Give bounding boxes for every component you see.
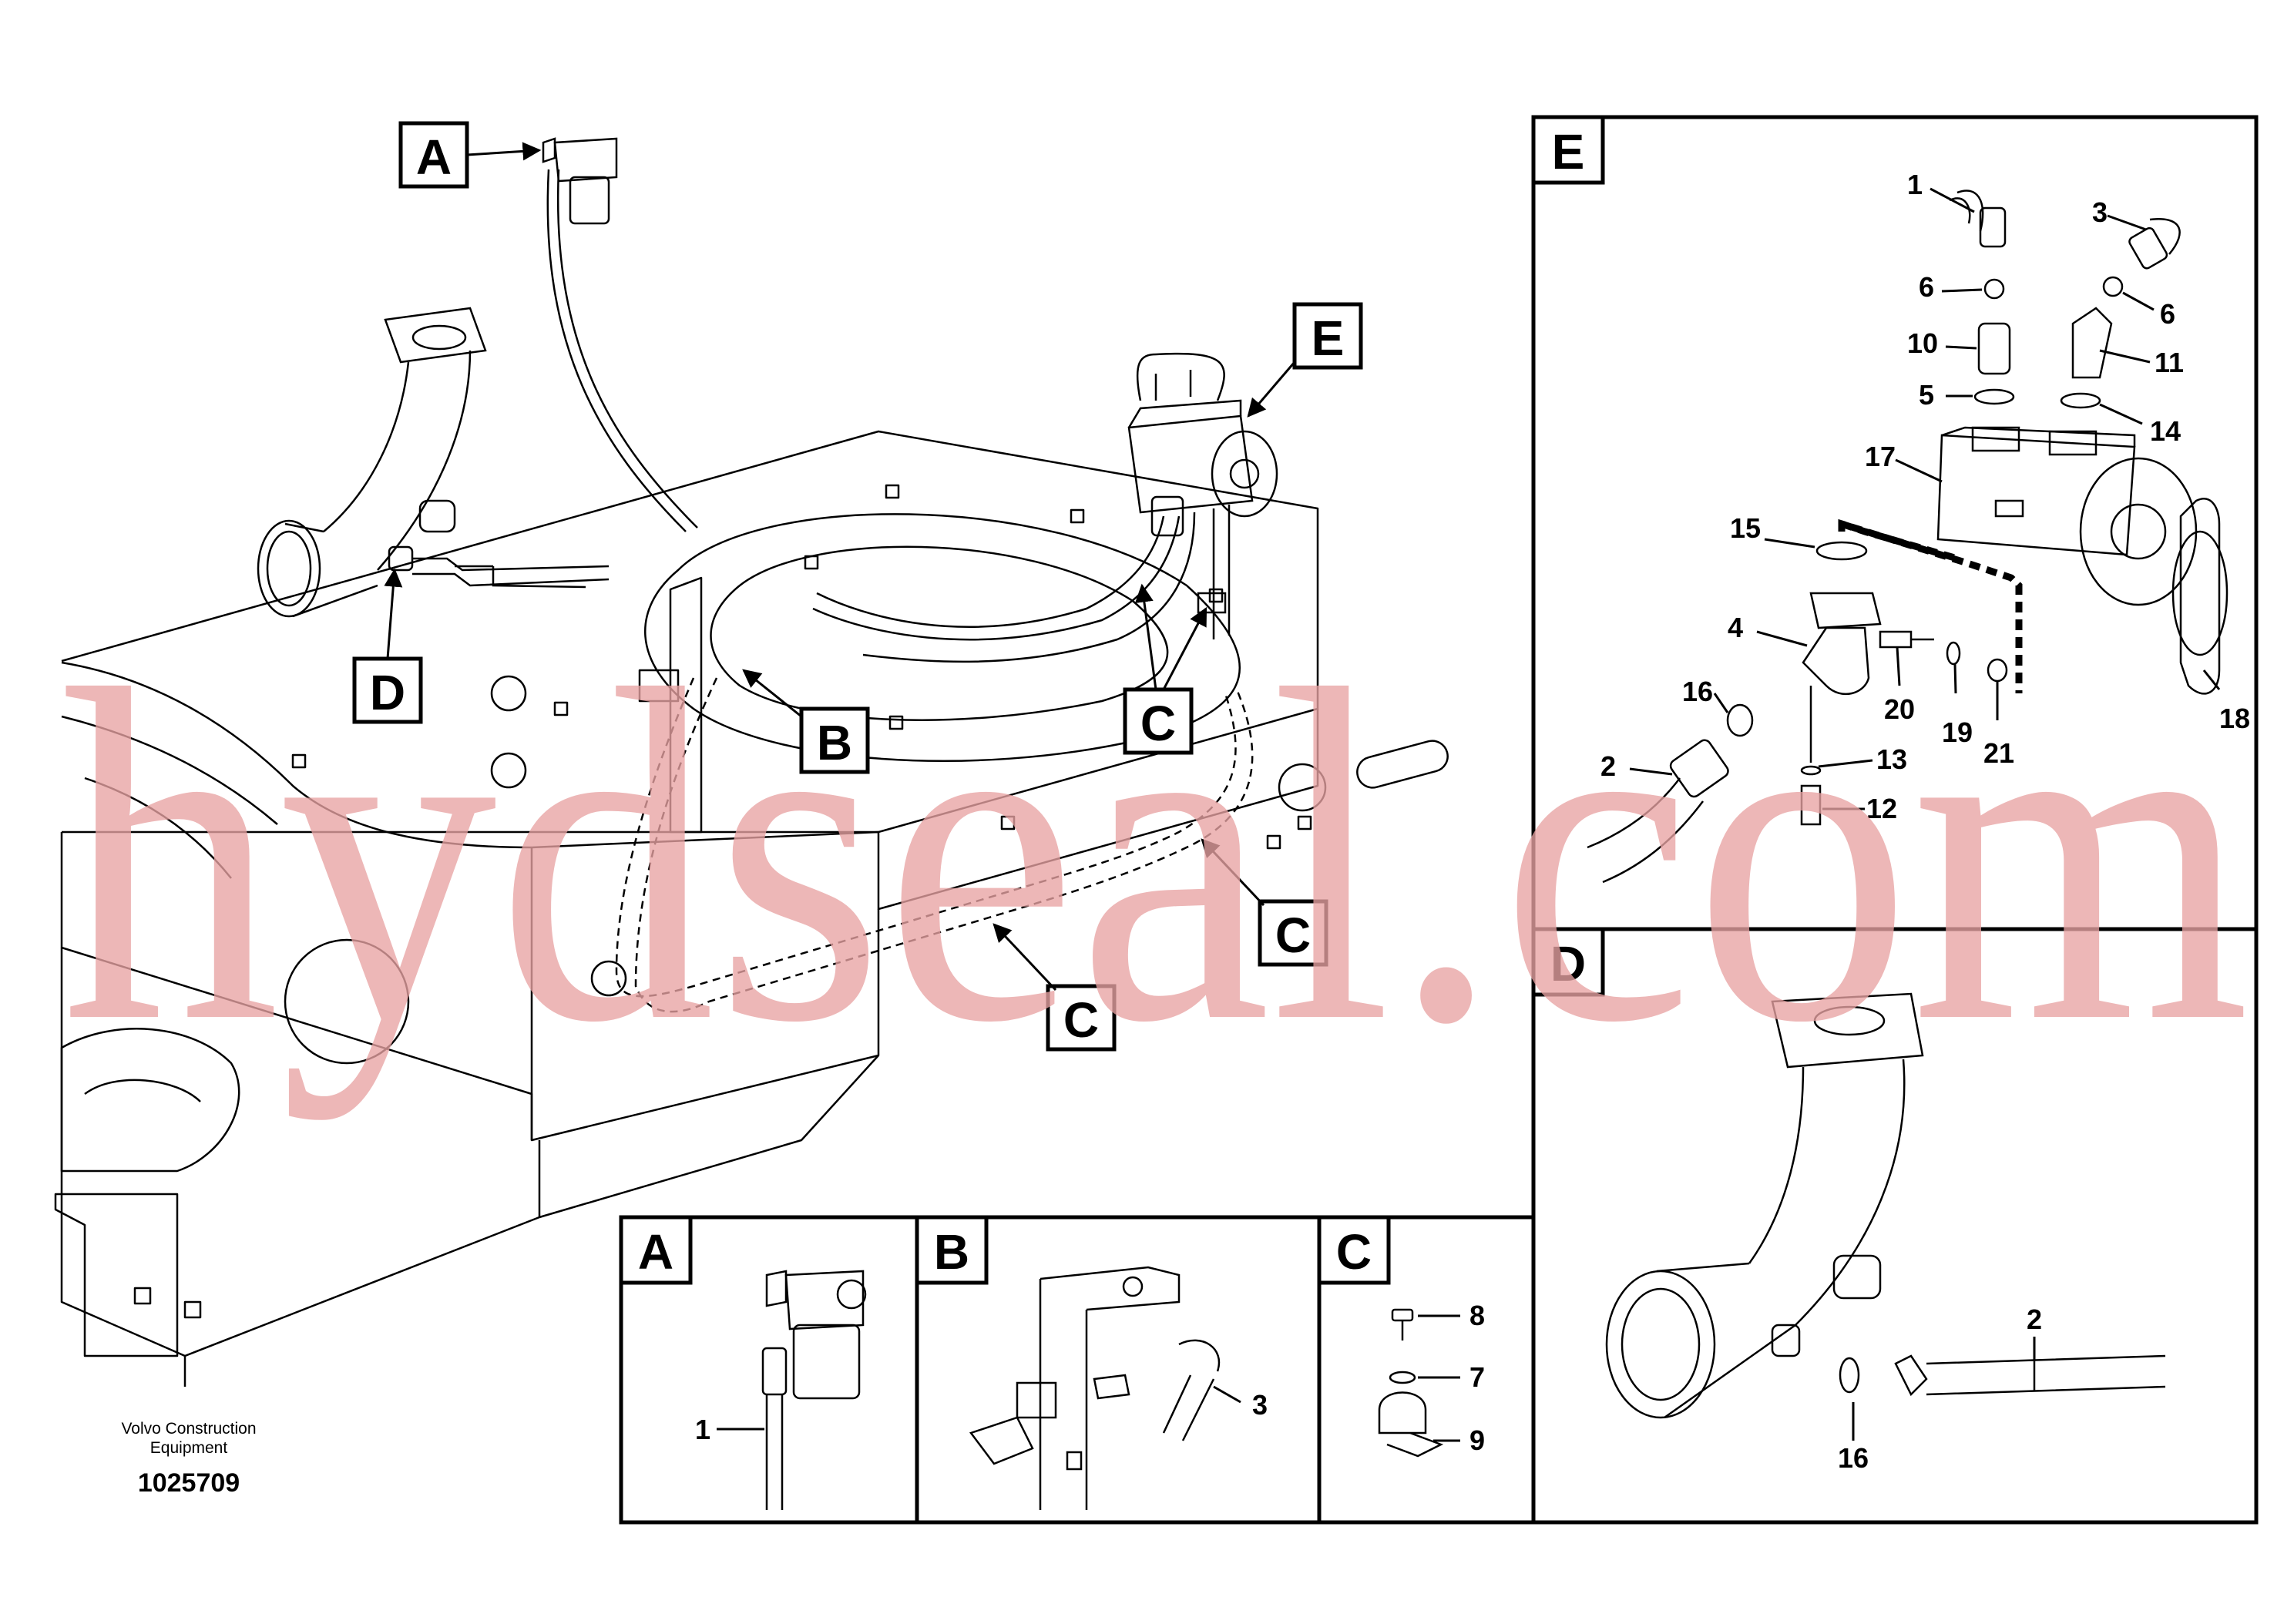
watermark-text: hydseal.com [62,592,2250,1122]
part-label-c-9: 9 [1469,1424,1485,1456]
part-label-b-3: 3 [1252,1389,1268,1421]
inset-E-drawing [1587,190,2229,884]
callout-C-3: C [992,923,1117,1052]
svg-text:C: C [1063,992,1099,1048]
inset-E-part-labels: 1 3 6 6 10 11 5 14 17 15 4 16 2 18 20 19… [1600,169,2250,824]
main-filter-hose [542,137,698,532]
main-elbow-pipe [257,307,610,618]
part-label-21: 21 [1983,737,2014,769]
callout-C-2: C [1201,838,1328,967]
inset-E: E [1531,115,2259,931]
callout-A: A [398,121,542,189]
inset-C: C 8 7 9 [1317,1215,1536,1525]
inset-B: B 3 [915,1215,1322,1525]
main-pump-assembly [812,352,1278,663]
part-label-12: 12 [1866,793,1897,824]
part-label-14: 14 [2150,415,2181,447]
main-frame-drawing [54,430,1449,1387]
svg-text:D: D [370,665,405,720]
part-label-15: 15 [1730,512,1761,544]
publisher-credit: Volvo Construction Equipment 1025709 [62,1419,316,1498]
part-label-d-2: 2 [2027,1304,2042,1335]
svg-text:E: E [1312,310,1345,366]
part-label-13: 13 [1876,743,1907,775]
part-label-10: 10 [1907,327,1938,359]
part-label-18: 18 [2219,703,2250,734]
part-label-3: 3 [2092,196,2108,228]
callout-C-1: C [1123,583,1207,755]
svg-text:C: C [1140,696,1176,751]
inset-D: D 16 2 [1531,927,2259,1525]
callout-E: E [1247,302,1363,418]
part-label-19: 19 [1942,716,1973,748]
svg-text:C: C [1336,1224,1372,1280]
part-label-1: 1 [1907,169,1923,200]
part-label-c-8: 8 [1469,1300,1485,1331]
company-name: Volvo Construction Equipment [121,1420,257,1457]
part-label-2: 2 [1600,750,1616,782]
part-label-d-16: 16 [1838,1442,1869,1474]
part-label-5: 5 [1919,379,1934,411]
part-label-c-7: 7 [1469,1361,1485,1393]
part-label-6b: 6 [2160,298,2175,330]
part-label-11: 11 [2155,347,2184,378]
svg-text:D: D [1550,936,1586,992]
drawing-number: 1025709 [137,1468,240,1498]
inset-E-leaders [1629,187,2221,810]
svg-text:B: B [934,1224,969,1280]
part-label-4: 4 [1728,612,1743,643]
svg-text:C: C [1275,908,1311,963]
callout-B: B [742,669,870,774]
part-label-20: 20 [1884,693,1915,725]
part-label-a-1: 1 [695,1414,710,1445]
svg-text:A: A [416,129,452,185]
part-label-16: 16 [1682,676,1713,707]
inset-A: A 1 [619,1215,919,1525]
svg-text:A: A [638,1224,673,1280]
svg-text:B: B [817,715,852,770]
svg-text:E: E [1552,124,1585,180]
part-label-17: 17 [1865,441,1896,472]
part-label-6a: 6 [1919,271,1934,303]
main-dashed-pipes [615,677,1254,1013]
inset-D-drawing [1605,992,2166,1419]
callout-D: D [352,568,423,724]
